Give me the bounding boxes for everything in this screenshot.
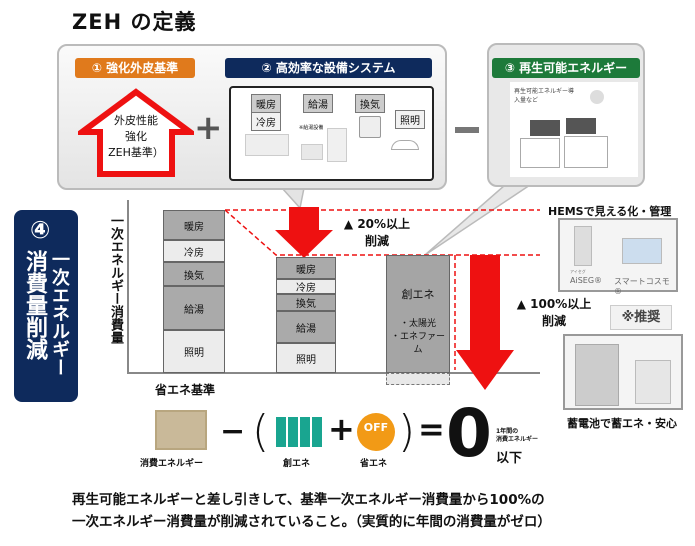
bar-reduced: 暖房 冷房 換気 給湯 照明 xyxy=(276,257,336,373)
y-axis-label: 一次エネルギー消費量 xyxy=(108,214,123,344)
reduction-20-text: ▲ 20%以上 xyxy=(343,217,411,231)
equipment-box: 暖房 給湯 換気 冷房 照明 ※給湯設備 xyxy=(229,86,434,181)
aiseg-device-icon xyxy=(574,226,592,266)
off-button-icon: OFF xyxy=(357,413,395,451)
fan-icon xyxy=(359,116,381,138)
segment-heating: 暖房 xyxy=(276,257,336,279)
battery-image xyxy=(563,334,683,410)
segment-hotwater: 給湯 xyxy=(163,286,225,330)
bar-baseline: 暖房 冷房 換気 給湯 照明 xyxy=(163,210,225,373)
page-title: ZEH の定義 xyxy=(72,10,197,34)
reduction-100-sub: 削減 xyxy=(541,314,566,328)
solar-panel-icon xyxy=(530,120,560,136)
hems-title: HEMSで見える化・管理 xyxy=(548,205,672,218)
eq-save: 省エネ xyxy=(360,459,388,469)
house-text: ZEH基準） xyxy=(108,146,164,159)
segment-hotwater: 給湯 xyxy=(276,311,336,343)
eq-rparen: ) xyxy=(398,406,416,457)
creation-item: ・太陽光 xyxy=(399,319,436,329)
battery-label: 蓄電池で蓄エネ・安心 xyxy=(567,417,677,430)
bar-energy-creation: 創エネ ・太陽光 ・エネファーム xyxy=(386,255,450,373)
eq-below: 以下 xyxy=(496,451,523,466)
reduction-20-sub: 削減 xyxy=(364,234,389,248)
pillar2-label: ② 高効率な設備システム xyxy=(225,58,432,78)
creation-item: ・エネファーム xyxy=(390,332,445,355)
pillar4-label-2: 消費量削減 xyxy=(22,250,47,360)
creation-title: 創エネ xyxy=(401,288,435,301)
reduction-100-text: ▲ 100%以上 xyxy=(516,297,592,311)
sun-icon xyxy=(590,90,604,104)
house-icon xyxy=(564,136,608,168)
house-text: 強化 xyxy=(125,130,147,143)
air-conditioner-icon xyxy=(245,134,289,156)
eq-consumption: 消費エネルギー xyxy=(140,459,204,469)
smartcosmo-label: スマートコスモ® xyxy=(614,277,670,296)
battery-unit-icon xyxy=(575,344,619,406)
house-icon xyxy=(520,138,560,168)
renewable-note: 再生可能エネルギー導入量など xyxy=(514,88,575,104)
solar-panel-icon xyxy=(566,118,596,134)
segment-ventilation: 換気 xyxy=(276,294,336,311)
battery-unit-icon xyxy=(635,360,671,404)
plus-icon: + xyxy=(194,108,223,148)
reduction-arrow-20 xyxy=(275,207,333,258)
creation-overflow xyxy=(386,373,450,385)
eq-small-1: 1年間の xyxy=(496,428,519,435)
aiseg-ruby: アイセグ xyxy=(570,269,586,274)
pillar4-badge: ④ 一次エネルギー 消費量削減 xyxy=(14,210,78,402)
pillar4-label-1: 一次エネルギー xyxy=(49,250,70,376)
aiseg-label: AiSEG® xyxy=(570,276,603,285)
segment-ventilation: 換気 xyxy=(163,262,225,286)
equipment-note: ※給湯設備 xyxy=(299,125,324,131)
footer-line-1: 再生可能エネルギーと差し引きして、基準一次エネルギー消費量から100%の xyxy=(72,492,545,508)
water-tank-icon xyxy=(327,128,347,162)
pillar4-number: ④ xyxy=(30,216,51,244)
eq-create: 創エネ xyxy=(283,459,311,469)
solar-panel-icon xyxy=(276,417,322,447)
baseline-label: 省エネ基準 xyxy=(155,383,216,397)
smartcosmo-panel-icon xyxy=(622,238,662,264)
tag-lighting: 照明 xyxy=(395,110,425,129)
minus-icon xyxy=(455,127,479,133)
house-arrow-icon xyxy=(78,88,194,177)
eq-small-2: 消費エネルギー xyxy=(496,436,539,443)
heat-pump-icon xyxy=(301,144,323,160)
solar-houses-image: 再生可能エネルギー導入量など xyxy=(510,82,638,177)
recommended-badge: ※推奨 xyxy=(610,305,672,330)
eq-equals: = xyxy=(418,410,445,448)
footer-line-2: 一次エネルギー消費量が削減されていること。（実質的に年間の消費量がゼロ） xyxy=(72,514,551,530)
segment-lighting: 照明 xyxy=(163,330,225,373)
hems-image: アイセグ AiSEG® スマートコスモ® xyxy=(558,218,678,296)
segment-lighting: 照明 xyxy=(276,343,336,373)
eq-zero: 0 xyxy=(446,395,492,472)
eq-minus: − xyxy=(220,414,246,449)
segment-heating: 暖房 xyxy=(163,210,225,240)
tag-cooling: 冷房 xyxy=(251,112,281,131)
consumption-box-icon xyxy=(155,410,207,450)
segment-cooling: 冷房 xyxy=(276,279,336,294)
house-text: 外皮性能 xyxy=(114,114,158,127)
eq-lparen: ( xyxy=(252,406,270,457)
tag-hotwater: 給湯 xyxy=(303,94,333,113)
pillar1-label: ① 強化外皮基準 xyxy=(75,58,195,78)
pillar3-label: ③ 再生可能エネルギー xyxy=(492,58,640,78)
segment-cooling: 冷房 xyxy=(163,240,225,262)
eq-plus: + xyxy=(328,410,355,448)
reduction-arrow-100 xyxy=(456,255,514,390)
tag-ventilation: 換気 xyxy=(355,94,385,113)
